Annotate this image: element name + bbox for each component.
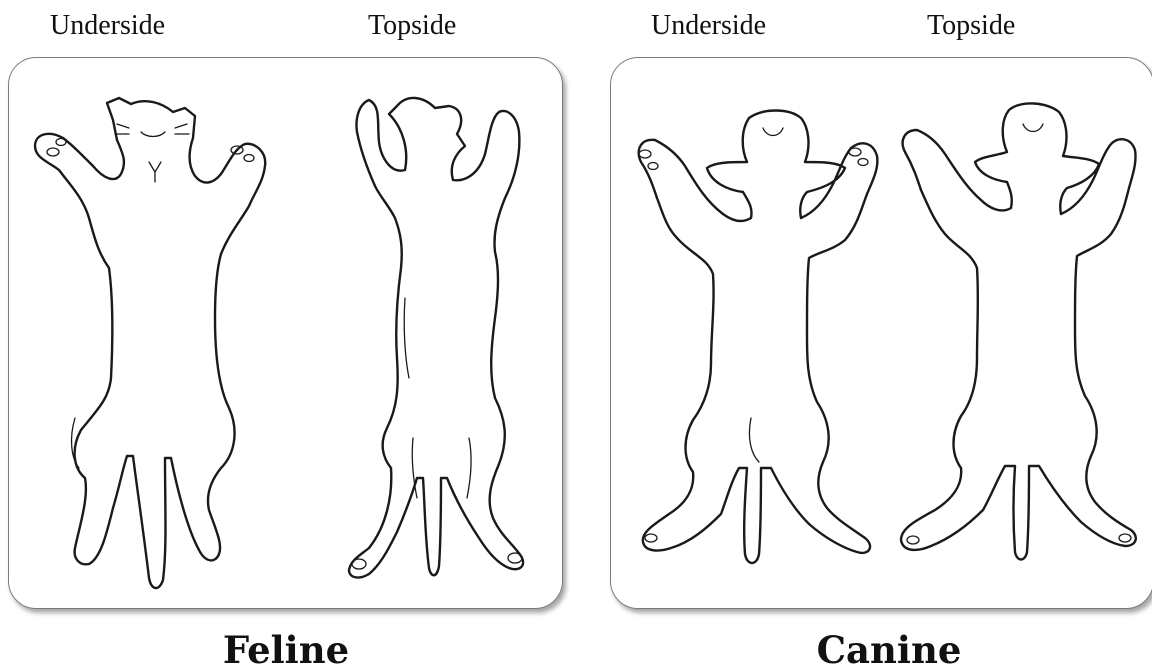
feline-topside-label: Topside [368, 12, 456, 40]
feline-underside-label: Underside [50, 12, 165, 40]
canine-figures [611, 58, 1152, 608]
feline-topside-outline [349, 98, 523, 578]
feline-panel [8, 57, 563, 609]
canine-topside-outline [901, 103, 1136, 559]
canine-title: Canine [814, 632, 964, 669]
feline-underside-outline [35, 98, 265, 588]
canine-topside-label: Topside [927, 12, 1015, 40]
feline-title: Feline [218, 632, 354, 669]
canine-panel [610, 57, 1152, 609]
canine-underside-outline [639, 111, 878, 564]
feline-figures [9, 58, 562, 608]
canine-underside-label: Underside [651, 12, 766, 40]
